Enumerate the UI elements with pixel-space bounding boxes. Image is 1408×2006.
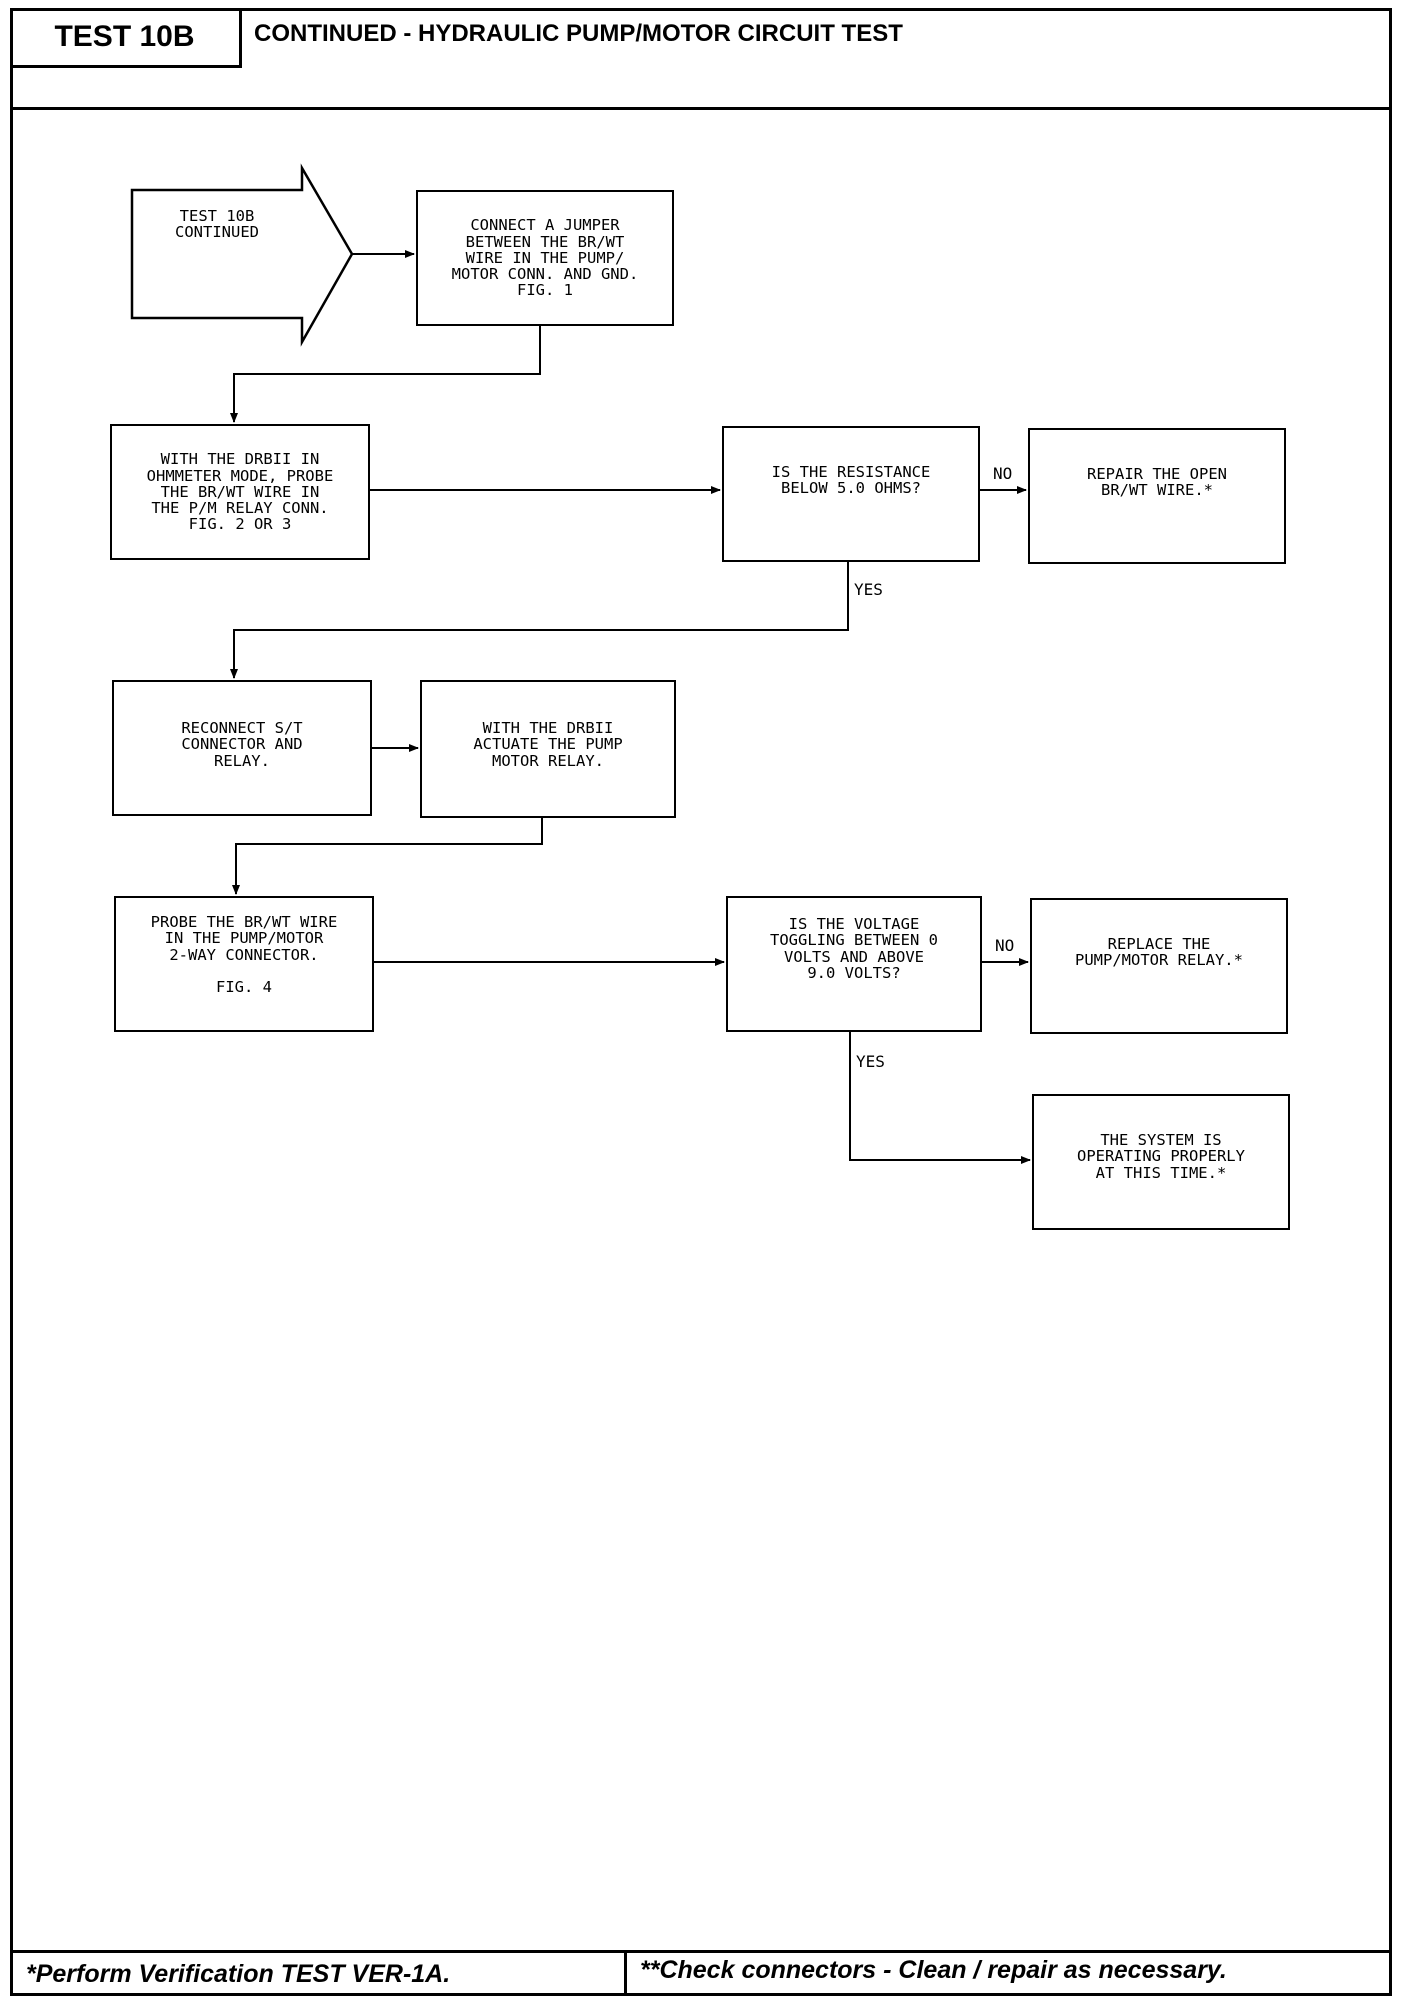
yes-label-resistance: YES [854, 580, 883, 599]
connect-jumper-box: CONNECT A JUMPER BETWEEN THE BR/WT WIRE … [416, 190, 674, 326]
start-label: TEST 10B CONTINUED [175, 207, 259, 242]
footer-divider [624, 1950, 627, 1996]
actuate-relay-text: WITH THE DRBII ACTUATE THE PUMP MOTOR RE… [473, 719, 623, 770]
ohmmeter-probe-box: WITH THE DRBII IN OHMMETER MODE, PROBE T… [110, 424, 370, 560]
page-frame [10, 8, 1392, 1996]
resistance-question-text: IS THE RESISTANCE BELOW 5.0 OHMS? [771, 463, 931, 498]
ohmmeter-probe-text: WITH THE DRBII IN OHMMETER MODE, PROBE T… [146, 450, 334, 534]
probe-2way-text: PROBE THE BR/WT WIRE IN THE PUMP/MOTOR 2… [150, 913, 338, 997]
footer-bar [10, 1950, 1392, 1996]
connector-jumper-ohmmeter [230, 326, 541, 423]
start-arrow-shape [130, 163, 354, 347]
header-bar [10, 8, 1392, 110]
voltage-question-box: IS THE VOLTAGE TOGGLING BETWEEN 0 VOLTS … [726, 896, 982, 1032]
connect-jumper-text: CONNECT A JUMPER BETWEEN THE BR/WT WIRE … [451, 216, 639, 300]
replace-relay-text: REPLACE THE PUMP/MOTOR RELAY.* [1075, 935, 1243, 970]
replace-relay-box: REPLACE THE PUMP/MOTOR RELAY.* [1030, 898, 1288, 1034]
no-label-voltage: NO [995, 936, 1015, 955]
reconnect-text: RECONNECT S/T CONNECTOR AND RELAY. [181, 719, 303, 770]
repair-open-wire-box: REPAIR THE OPEN BR/WT WIRE.* [1028, 428, 1286, 564]
footer-verification-note: *Perform Verification TEST VER-1A. [26, 1960, 451, 1988]
connector-resistance-reconnect [230, 562, 849, 679]
connector-actuate-probe [232, 818, 543, 895]
start-box: TEST 10B CONTINUED [132, 190, 302, 318]
footer-connectors-note: **Check connectors - Clean / repair as n… [640, 1956, 1227, 1984]
resistance-question-box: IS THE RESISTANCE BELOW 5.0 OHMS? [722, 426, 980, 562]
system-ok-box: THE SYSTEM IS OPERATING PROPERLY AT THIS… [1032, 1094, 1290, 1230]
reconnect-box: RECONNECT S/T CONNECTOR AND RELAY. [112, 680, 372, 816]
no-label-resistance: NO [993, 464, 1013, 483]
repair-open-wire-text: REPAIR THE OPEN BR/WT WIRE.* [1087, 465, 1227, 500]
probe-2way-box: PROBE THE BR/WT WIRE IN THE PUMP/MOTOR 2… [114, 896, 374, 1032]
voltage-question-text: IS THE VOLTAGE TOGGLING BETWEEN 0 VOLTS … [770, 915, 938, 982]
connector-voltage-system-ok [849, 1032, 1031, 1164]
yes-label-voltage: YES [856, 1052, 885, 1071]
system-ok-text: THE SYSTEM IS OPERATING PROPERLY AT THIS… [1077, 1131, 1245, 1182]
actuate-relay-box: WITH THE DRBII ACTUATE THE PUMP MOTOR RE… [420, 680, 676, 818]
test-id: TEST 10B [10, 8, 242, 68]
page-title: CONTINUED - HYDRAULIC PUMP/MOTOR CIRCUIT… [254, 20, 903, 47]
